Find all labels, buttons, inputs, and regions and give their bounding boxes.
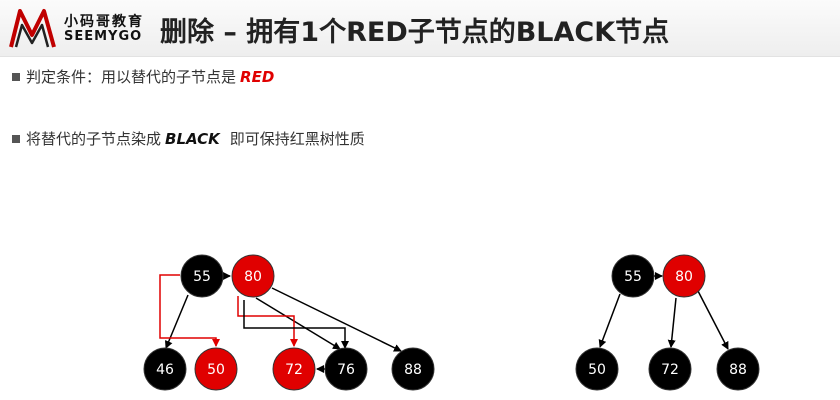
edge-80-88 <box>697 290 729 350</box>
tree-node-80: 80 <box>662 254 706 298</box>
node-label: 88 <box>404 362 422 378</box>
page-title: 删除 – 拥有1个RED子节点的BLACK节点 <box>160 17 670 48</box>
node-label: 88 <box>729 362 747 378</box>
logo: 小码哥教育 SEEMYGO <box>8 5 148 51</box>
bullet-emphasis-red: RED <box>240 67 275 86</box>
bullet-emphasis-black: BLACK <box>165 129 220 148</box>
before-tree-edges <box>159 272 402 373</box>
node-label: 50 <box>207 362 225 378</box>
tree-node-76: 76 <box>324 347 368 391</box>
after-tree-nodes: 55 80 50 72 88 <box>575 254 760 391</box>
bullet-square-icon <box>12 134 20 143</box>
node-label: 80 <box>244 269 262 285</box>
tree-node-50: 50 <box>194 347 238 391</box>
node-label: 72 <box>661 362 679 378</box>
bullet-text: 将替代的子节点染成 <box>26 130 162 148</box>
node-label: 50 <box>588 362 606 378</box>
bullet-text-rest: 即可保持红黑树性质 <box>229 130 365 148</box>
edge-80-88 <box>271 287 402 352</box>
tree-node-46: 46 <box>143 347 187 391</box>
node-label: 55 <box>624 269 642 285</box>
bullet-action: 将替代的子节点染成 BLACK 即可保持红黑树性质 <box>12 128 365 149</box>
edge-55-50 <box>598 293 621 348</box>
logo-text-top: 小码哥教育 <box>64 14 144 30</box>
tree-node-80: 80 <box>231 254 275 298</box>
bullet-condition: 判定条件：用以替代的子节点是 RED <box>12 66 274 87</box>
node-label: 55 <box>193 269 211 285</box>
tree-node-72: 72 <box>272 347 316 391</box>
edge-red-55-50 <box>159 274 220 347</box>
logo-text-bottom: SEEMYGO <box>64 29 143 44</box>
tree-node-55: 55 <box>180 254 224 298</box>
edge-black-80-76 <box>243 300 349 349</box>
edge-55-46 <box>164 294 189 349</box>
tree-node-72: 72 <box>648 347 692 391</box>
tree-node-88: 88 <box>391 347 435 391</box>
logo-mark-icon <box>9 9 56 48</box>
bullet-square-icon <box>12 72 20 81</box>
node-label: 76 <box>337 362 355 378</box>
tree-node-50: 50 <box>575 347 619 391</box>
node-label: 46 <box>156 362 174 378</box>
before-tree-nodes: 55 80 46 50 72 76 88 <box>143 254 435 391</box>
edge-80-76 <box>255 297 341 350</box>
tree-node-55: 55 <box>611 254 655 298</box>
tree-node-88: 88 <box>716 347 760 391</box>
bullet-text: 判定条件：用以替代的子节点是 <box>26 68 237 86</box>
edge-red-80-72 <box>237 296 298 347</box>
edge-80-72 <box>667 297 677 348</box>
node-label: 72 <box>285 362 303 378</box>
slide-header: 小码哥教育 SEEMYGO 删除 – 拥有1个RED子节点的BLACK节点 <box>0 0 840 57</box>
after-tree-edges <box>598 272 729 350</box>
node-label: 80 <box>675 269 693 285</box>
